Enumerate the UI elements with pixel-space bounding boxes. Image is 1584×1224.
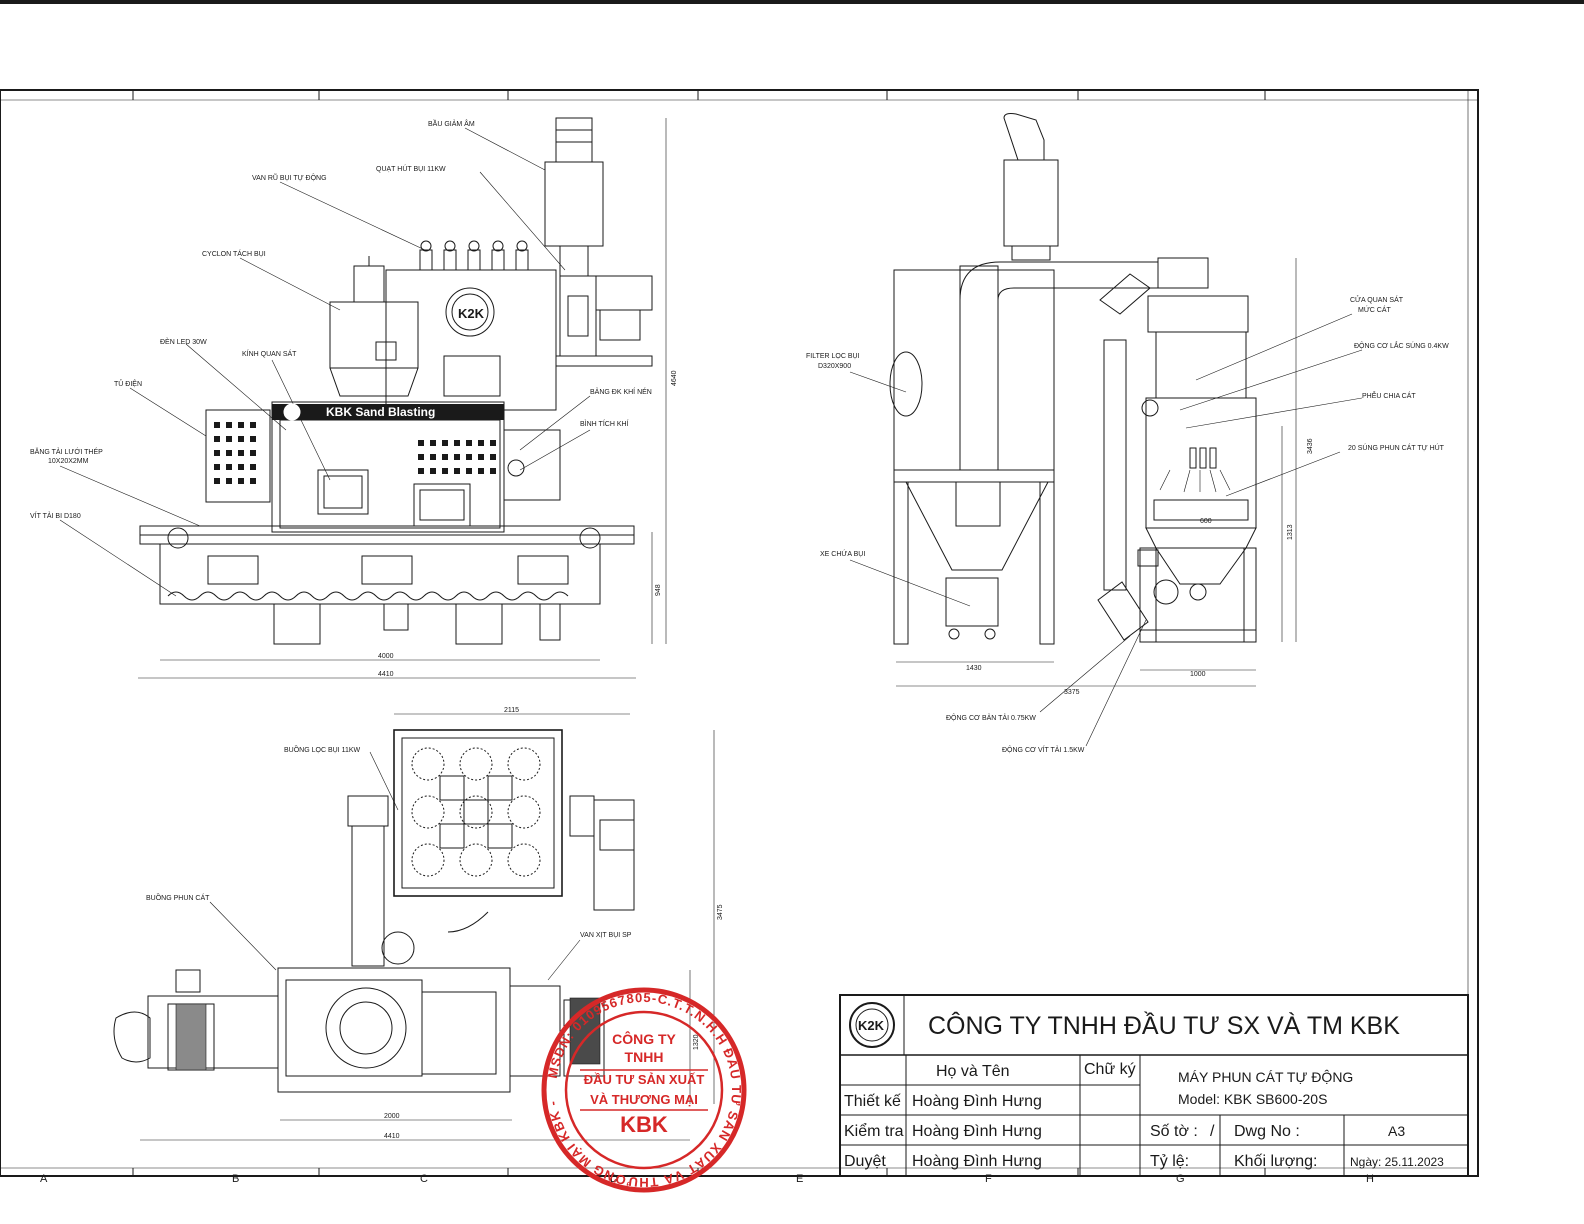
label-kinh-quan-sat: KÍNH QUAN SÁT (242, 349, 297, 358)
name-kiem-tra: Hoàng Đình Hưng (912, 1123, 1042, 1140)
dim-front-height-base: 948 (655, 584, 662, 596)
dim-side-width-1: 1430 (966, 665, 982, 672)
dim-side-width-2: 1000 (1190, 671, 1206, 678)
stamp-line-5: KBK (620, 1112, 668, 1137)
label-bang-tai: BĂNG TẢI LƯỚI THÉP (30, 447, 103, 456)
dwg-no-label: Dwg No : (1234, 1123, 1300, 1140)
grid-letter-a: A (40, 1173, 48, 1185)
stamp-line-1: CÔNG TY (612, 1030, 676, 1047)
label-filter: FILTER LỌC BỤI (806, 353, 860, 360)
label-pheu-chia: PHỄU CHIA CÁT (1362, 391, 1416, 400)
product-name: MÁY PHUN CÁT TỰ ĐỘNG (1178, 1069, 1353, 1085)
nameplate-text: KBK Sand Blasting (326, 405, 435, 419)
grid-letter-c: C (420, 1173, 428, 1185)
label-bang-tai-size: 10X20X2MM (48, 458, 89, 465)
dim-side-width-total: 3375 (1064, 689, 1080, 696)
dim-front-width-inner: 4000 (378, 653, 394, 660)
dim-top-width-total: 4410 (384, 1133, 400, 1140)
label-xe-chua: XE CHỨA BỤI (820, 549, 865, 558)
label-vit-tai: VÍT TẢI BI D180 (30, 511, 81, 520)
front-view (59, 117, 667, 679)
grid-letters: A B C D E F G H (40, 1173, 1374, 1185)
label-buong-loc: BUỒNG LỌC BỤI 11KW (284, 744, 361, 754)
label-filter-size: D320X900 (818, 363, 851, 370)
sheet-size: A3 (1388, 1123, 1405, 1139)
product-model: Model: KBK SB600-20S (1178, 1091, 1327, 1107)
so-to-label: Số tờ : (1150, 1123, 1198, 1140)
label-van-ru: VAN RŨ BỤI TỰ ĐỘNG (252, 173, 327, 182)
dim-front-height-total: 4640 (671, 370, 678, 386)
label-dong-co-lac: ĐỘNG CƠ LẮC SÚNG 0.4KW (1354, 341, 1449, 350)
role-kiem-tra: Kiểm tra (844, 1122, 904, 1140)
grid-letter-e: E (796, 1173, 803, 1185)
label-cyclon: CYCLON TÁCH BỤI (202, 249, 266, 258)
label-buong-phun: BUỒNG PHUN CÁT (146, 892, 210, 902)
role-thiet-ke: Thiết kế (844, 1093, 901, 1110)
date-label: Ngày: 25.11.2023 (1350, 1155, 1444, 1169)
dim-top-small: 1320 (693, 1034, 700, 1050)
top-view-labels: BUỒNG LỌC BỤI 11KW BUỒNG PHUN CÁT VAN XỊ… (146, 707, 724, 1140)
company-name: CÔNG TY TNHH ĐẦU TƯ SX VÀ TM KBK (928, 1011, 1400, 1040)
grid-letter-h: H (1366, 1173, 1374, 1185)
grid-letter-d: D (610, 1173, 618, 1185)
title-block-text: CÔNG TY TNHH ĐẦU TƯ SX VÀ TM KBK Họ và T… (844, 1011, 1444, 1170)
label-sung-phun: 20 SÚNG PHUN CÁT TỰ HÚT (1348, 443, 1445, 452)
drawing-frame (0, 89, 1479, 1177)
col-sign-header: Chữ ký (1084, 1061, 1136, 1078)
label-van-xit: VAN XỊT BỤI SP (580, 932, 632, 939)
title-block (839, 994, 1469, 1177)
dim-top-width: 2115 (504, 707, 519, 714)
name-thiet-ke: Hoàng Đình Hưng (912, 1093, 1042, 1110)
side-view (849, 113, 1363, 747)
label-dong-co-vit: ĐỘNG CƠ VÍT TẢI 1.5KW (1002, 745, 1085, 754)
dim-side-height-lower: 1313 (1287, 524, 1294, 540)
filter-room-hatch (175, 997, 601, 1071)
label-cua-quan-sat: CỬA QUAN SÁT (1350, 295, 1404, 304)
col-name-header: Họ và Tên (936, 1063, 1010, 1080)
grid-letter-f: F (985, 1173, 992, 1185)
name-duyet: Hoàng Đình Hưng (912, 1153, 1042, 1170)
title-logo-text: K2K (858, 1018, 885, 1033)
label-binh-tich: BÌNH TÍCH KHÍ (580, 419, 629, 428)
role-duyet: Duyệt (844, 1153, 886, 1170)
title-block-logo: K2K (849, 1002, 895, 1048)
dim-top-width-inner: 2000 (384, 1113, 400, 1120)
label-bang-dk: BẢNG ĐK KHÍ NÉN (590, 387, 652, 396)
grid-letter-g: G (1176, 1173, 1185, 1185)
nameplate-band (272, 404, 504, 420)
label-tu-dien: TỦ ĐIỆN (114, 379, 142, 388)
label-den-led: ĐÈN LED 30W (160, 337, 207, 346)
stamp-outer-text: MSDN: 0109567805-C.T.T.N.H.H ĐẦU TƯ SẢN … (0, 0, 744, 1190)
electric-cabinet-buttons (214, 422, 256, 484)
control-panel-buttons (418, 440, 496, 474)
nameplate-logo-icon (283, 403, 301, 421)
company-stamp: MSDN: 0109567805-C.T.T.N.H.H ĐẦU TƯ SẢN … (0, 0, 747, 1193)
dim-top-depth: 3475 (717, 904, 724, 920)
label-inner-mark: 600 (1200, 518, 1212, 525)
label-quat-hut: QUẠT HÚT BỤI 11KW (376, 164, 446, 173)
label-dong-co-ban: ĐỘNG CƠ BẢN TẢI 0.75KW (946, 713, 1036, 722)
label-bau-giam-am: BẦU GIẢM ÂM (428, 118, 475, 128)
khoi-luong-label: Khối lượng: (1234, 1153, 1317, 1170)
stamp-line-4: VÀ THƯƠNG MẠI (590, 1092, 698, 1107)
stamp-line-3: ĐẦU TƯ SẢN XUẤT (584, 1072, 705, 1087)
dim-side-height-total: 3436 (1307, 438, 1314, 454)
side-view-labels: FILTER LỌC BỤI D320X900 XE CHỨA BỤI CỬA … (806, 295, 1449, 754)
ty-le-label: Tỷ lệ: (1150, 1153, 1189, 1170)
dim-front-width-total: 4410 (378, 671, 394, 678)
cabinet-logo: K2K (458, 306, 485, 321)
front-view-labels: BẦU GIẢM ÂM QUẠT HÚT BỤI 11KW VAN RŨ BỤI… (30, 118, 678, 678)
label-muc-cat: MỨC CÁT (1358, 305, 1392, 314)
stamp-line-2: TNHH (625, 1049, 664, 1065)
so-to-value: / (1210, 1123, 1215, 1140)
grid-letter-b: B (232, 1173, 239, 1185)
